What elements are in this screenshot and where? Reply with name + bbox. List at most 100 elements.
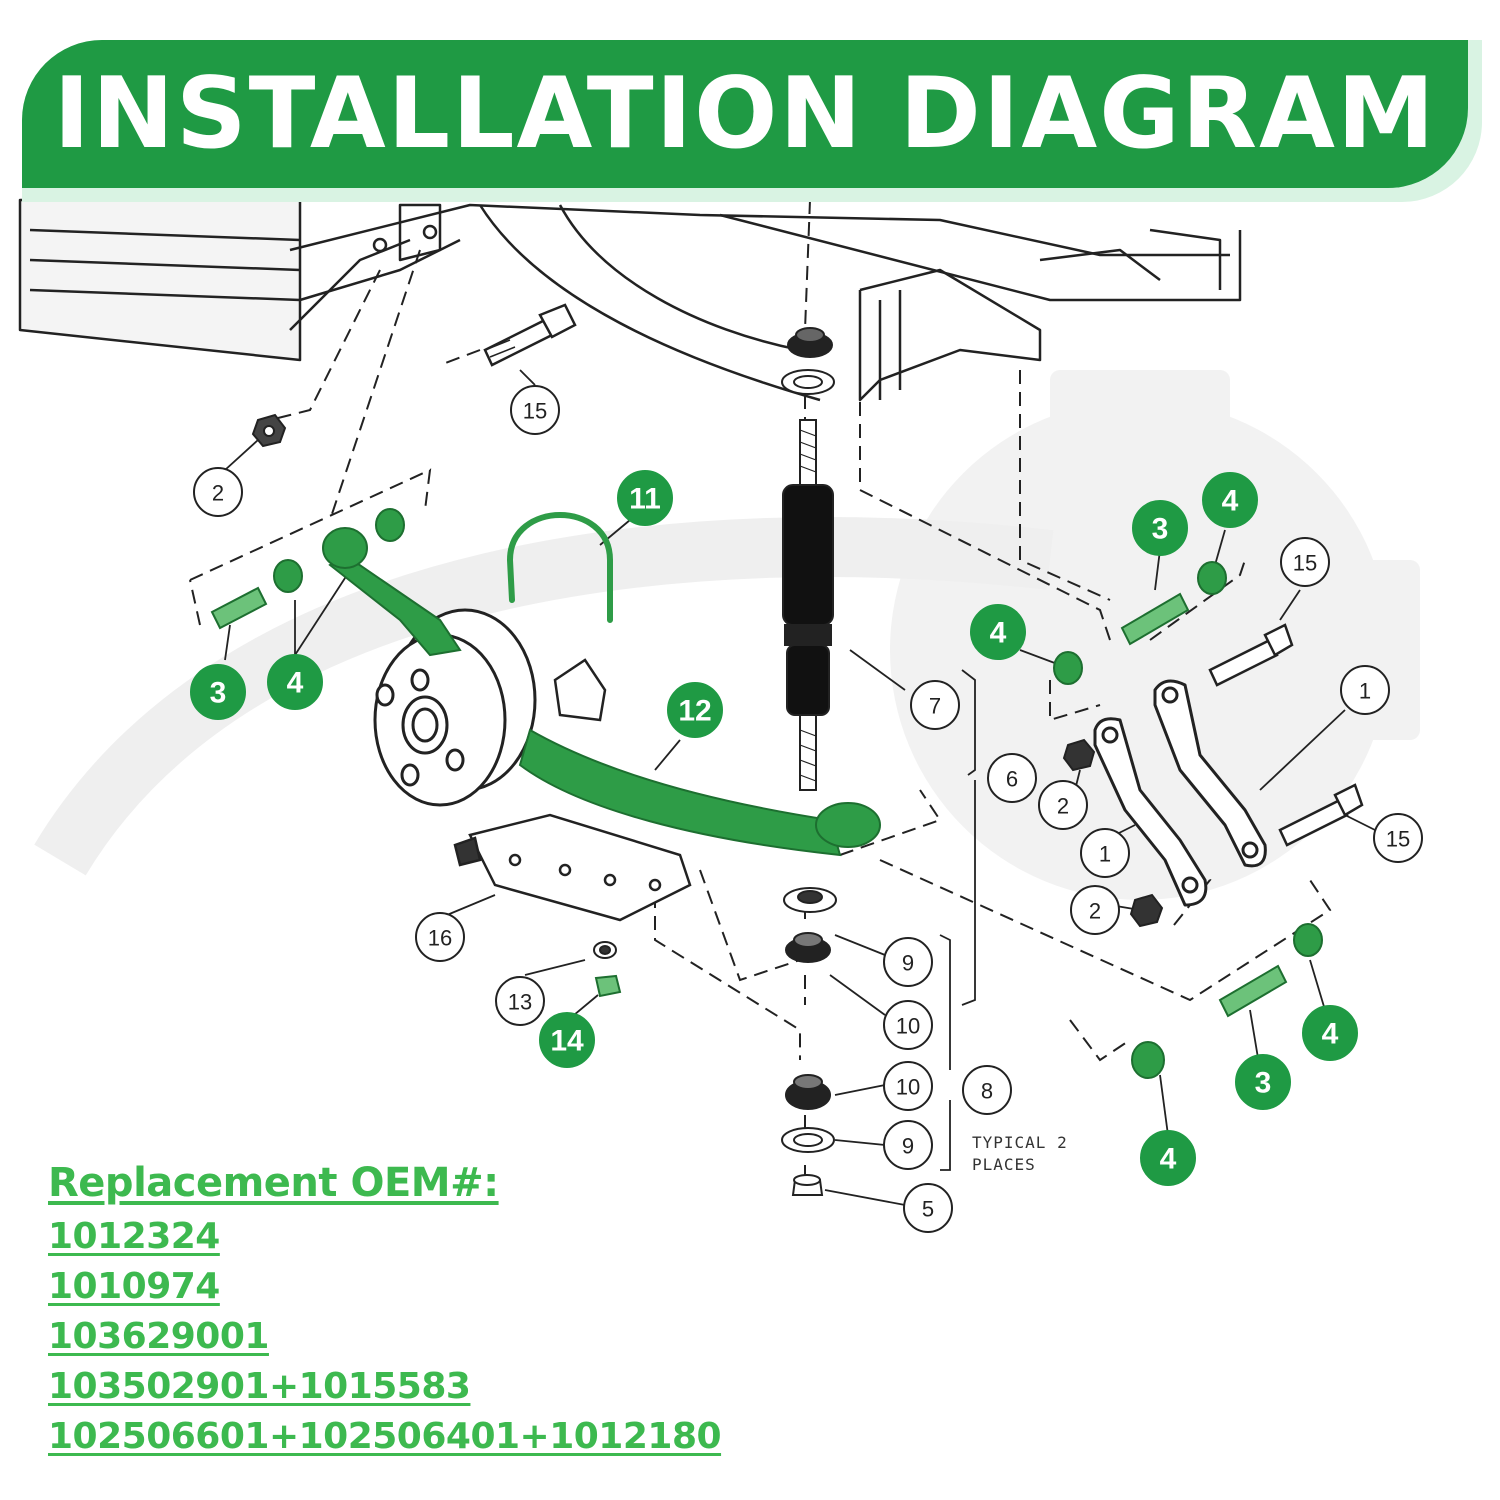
callout-label: 3 bbox=[1152, 513, 1169, 546]
oem-number: 103502901+1015583 bbox=[48, 1366, 471, 1407]
callout-label: 1 bbox=[1099, 842, 1111, 867]
bushing-4-right-upper bbox=[1197, 561, 1227, 595]
callout-circle bbox=[910, 680, 960, 730]
callout-circle bbox=[1280, 537, 1330, 587]
callout-label: 4 bbox=[1322, 1018, 1339, 1051]
callout-highlighted-3: 3 bbox=[1132, 500, 1188, 556]
callout-label: 7 bbox=[929, 694, 941, 719]
callout-5: 5 bbox=[903, 1183, 953, 1233]
washer-13 bbox=[593, 941, 617, 959]
callout-label: 2 bbox=[1057, 794, 1069, 819]
callout-2: 2 bbox=[1038, 780, 1088, 830]
callout-label: 6 bbox=[1006, 767, 1018, 792]
callout-1: 1 bbox=[1080, 828, 1130, 878]
callout-label: 4 bbox=[1222, 485, 1239, 518]
title-banner: INSTALLATION DIAGRAM bbox=[22, 40, 1468, 188]
callout-highlighted-4: 4 bbox=[267, 654, 323, 710]
typical-note: TYPICAL 2 PLACES bbox=[972, 1133, 1068, 1174]
callout-circle bbox=[190, 664, 246, 720]
oem-list-section: Replacement OEM#: 1012324 1010974 103629… bbox=[48, 1160, 722, 1462]
bushing-4-right-lower bbox=[1293, 923, 1323, 957]
callout-label: 4 bbox=[1160, 1143, 1177, 1176]
callout-highlighted-4: 4 bbox=[970, 604, 1026, 660]
callout-10: 10 bbox=[883, 1061, 933, 1111]
callout-circle bbox=[1302, 1005, 1358, 1061]
callout-highlighted-4: 4 bbox=[1202, 472, 1258, 528]
callout-10: 10 bbox=[883, 1000, 933, 1050]
callout-13: 13 bbox=[495, 976, 545, 1026]
callout-circle bbox=[667, 682, 723, 738]
callout-circle bbox=[970, 604, 1026, 660]
washer-9-upper bbox=[783, 887, 837, 913]
shackle-1-front bbox=[1093, 717, 1208, 907]
callout-circle bbox=[1202, 472, 1258, 528]
shackle-1-back bbox=[1153, 679, 1267, 868]
callout-circle bbox=[1070, 885, 1120, 935]
callout-label: 10 bbox=[896, 1075, 920, 1100]
callout-circle bbox=[903, 1183, 953, 1233]
callout-highlighted-3: 3 bbox=[1235, 1054, 1291, 1110]
u-bolt-11 bbox=[506, 512, 613, 623]
bolt-15-top bbox=[483, 303, 577, 367]
callout-circle bbox=[1038, 780, 1088, 830]
callout-9: 9 bbox=[883, 937, 933, 987]
callout-9: 9 bbox=[883, 1120, 933, 1170]
callout-circle bbox=[193, 467, 243, 517]
callout-label: 13 bbox=[508, 990, 532, 1015]
callout-circle bbox=[1132, 500, 1188, 556]
callout-circle bbox=[495, 976, 545, 1026]
sleeve-3-left bbox=[210, 586, 268, 630]
callout-label: 8 bbox=[981, 1079, 993, 1104]
callout-label: 9 bbox=[902, 1134, 914, 1159]
callout-16: 16 bbox=[415, 912, 465, 962]
callout-label: 15 bbox=[1293, 551, 1317, 576]
axle-saddle bbox=[553, 658, 607, 722]
grommet-10-lower bbox=[785, 1074, 831, 1110]
callout-label: 2 bbox=[1089, 899, 1101, 924]
callout-highlighted-11: 11 bbox=[617, 470, 673, 526]
callout-circle bbox=[415, 912, 465, 962]
nut-2-right-lower bbox=[1129, 893, 1164, 928]
callout-label: 14 bbox=[550, 1025, 584, 1058]
callout-label: 9 bbox=[902, 951, 914, 976]
callout-circle bbox=[883, 1120, 933, 1170]
callout-circle bbox=[1140, 1130, 1196, 1186]
chassis-frame bbox=[18, 198, 1242, 402]
callout-highlighted-4: 4 bbox=[1302, 1005, 1358, 1061]
callout-label: 10 bbox=[896, 1014, 920, 1039]
callout-1: 1 bbox=[1340, 665, 1390, 715]
callout-circle bbox=[883, 1000, 933, 1050]
callout-label: 15 bbox=[523, 399, 547, 424]
oem-number: 103629001 bbox=[48, 1316, 269, 1357]
callout-15: 15 bbox=[1280, 537, 1330, 587]
shock-absorber-7 bbox=[782, 419, 834, 791]
callout-label: 15 bbox=[1386, 827, 1410, 852]
oem-number: 102506601+102506401+1012180 bbox=[48, 1416, 722, 1457]
callout-circle bbox=[987, 753, 1037, 803]
nut-14 bbox=[594, 974, 622, 998]
page-title: INSTALLATION DIAGRAM bbox=[53, 57, 1437, 171]
callout-leaders bbox=[224, 369, 1386, 1206]
watermark-swoosh bbox=[34, 517, 1054, 876]
oem-number: 1010974 bbox=[48, 1266, 220, 1307]
bushing-4-bottom bbox=[1131, 1041, 1165, 1079]
callout-15: 15 bbox=[510, 385, 560, 435]
oem-number: 1012324 bbox=[48, 1216, 220, 1257]
callout-label: 4 bbox=[287, 667, 304, 700]
callout-2: 2 bbox=[1070, 885, 1120, 935]
callout-circle bbox=[883, 1061, 933, 1111]
callout-circle bbox=[1080, 828, 1130, 878]
callout-label: 2 bbox=[212, 481, 224, 506]
sleeve-3-right-upper bbox=[1120, 592, 1190, 646]
callout-label: 1 bbox=[1359, 679, 1371, 704]
bushing-4-right-mid bbox=[1053, 651, 1083, 685]
callout-label: 16 bbox=[428, 926, 452, 951]
oem-list: 1012324 1010974 103629001 103502901+1015… bbox=[48, 1212, 722, 1462]
bushing-stack-top bbox=[781, 327, 835, 395]
callout-label: 4 bbox=[990, 617, 1007, 650]
leaf-spring-12 bbox=[328, 553, 881, 857]
sleeve-3-right-lower bbox=[1218, 964, 1288, 1018]
callout-highlighted-3: 3 bbox=[190, 664, 246, 720]
